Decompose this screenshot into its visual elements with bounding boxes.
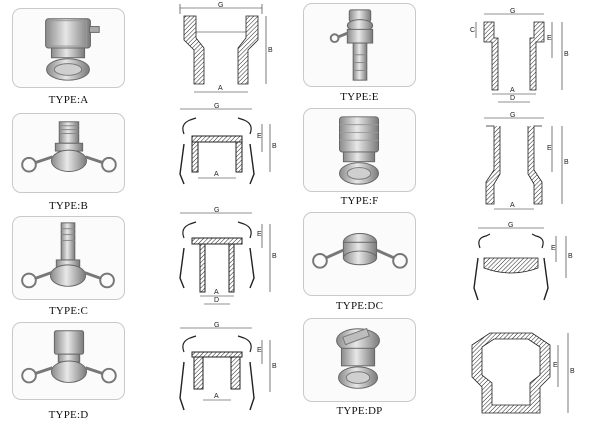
- type-dc-section-diagram: G E B: [473, 222, 573, 301]
- type-c-dim-a: A: [214, 289, 219, 296]
- type-dp-dim-e: E: [553, 362, 558, 369]
- type-e-dim-d: D: [510, 95, 515, 102]
- type-dc-dim-e: E: [551, 245, 556, 252]
- type-e-section-diagram: G C E B A D: [470, 8, 569, 103]
- type-f-dim-e: E: [547, 145, 552, 152]
- type-b-dim-e: E: [257, 133, 262, 140]
- type-d-photo: [12, 322, 125, 400]
- type-f-photo: [303, 108, 416, 192]
- type-a-label: TYPE:A: [48, 94, 89, 106]
- type-a-drawing: G B A: [170, 2, 280, 102]
- type-f-label: TYPE:F: [340, 195, 379, 207]
- type-d-dim-g: G: [214, 322, 219, 329]
- type-d-dim-e: E: [257, 347, 262, 354]
- coupler-type-f-image: [339, 116, 380, 185]
- type-b-dim-b: B: [272, 143, 277, 150]
- coupler-type-c-image: [21, 222, 115, 289]
- type-b-label: TYPE:B: [48, 200, 89, 212]
- type-f-dim-b: B: [564, 159, 569, 166]
- type-f-dim-a: A: [510, 202, 515, 209]
- type-dc-dim-g: G: [508, 222, 513, 229]
- type-b-photo: [12, 113, 125, 193]
- type-d-drawing: G E B A: [170, 322, 280, 422]
- coupler-type-e-image: [329, 9, 374, 81]
- type-b-section-diagram: G E B A: [179, 103, 277, 185]
- type-e-dim-e: E: [547, 35, 552, 42]
- type-a-section-diagram: G B A: [179, 2, 273, 93]
- type-e-dim-g: G: [510, 8, 515, 15]
- type-dp-dim-b: B: [570, 368, 575, 375]
- type-b-dim-a: A: [214, 171, 219, 178]
- type-c-dim-e: E: [257, 231, 262, 238]
- type-d-section-diagram: G E B A: [179, 322, 277, 411]
- type-c-dim-g: G: [214, 207, 219, 214]
- type-c-dim-d: D: [214, 297, 219, 304]
- type-e-drawing: G C E B A D: [468, 8, 578, 108]
- type-e-dim-b: B: [564, 51, 569, 58]
- coupler-type-d-image: [21, 330, 117, 384]
- coupler-type-b-image: [21, 121, 117, 173]
- type-e-dim-a: A: [510, 87, 515, 94]
- coupler-type-dc-image: [312, 233, 408, 269]
- type-d-label: TYPE:D: [48, 409, 89, 421]
- type-dp-label: TYPE:DP: [336, 405, 383, 417]
- type-d-dim-b: B: [272, 363, 277, 370]
- type-e-dim-c: C: [470, 27, 475, 34]
- type-dc-dim-b: B: [568, 253, 573, 260]
- type-dc-drawing: G E B: [462, 222, 578, 318]
- type-c-section-diagram: G E B A D: [179, 207, 277, 305]
- type-b-drawing: G E B A: [170, 103, 280, 199]
- type-c-dim-b: B: [272, 253, 277, 260]
- type-dp-drawing: E B: [462, 325, 578, 421]
- type-c-photo: [12, 216, 125, 300]
- type-c-drawing: G E B A D: [170, 207, 280, 308]
- type-a-dim-b: B: [268, 47, 273, 54]
- type-f-dim-g: G: [510, 112, 515, 119]
- type-a-dim-a: A: [218, 85, 223, 92]
- type-e-label: TYPE:E: [340, 91, 379, 103]
- type-f-section-diagram: G E B A: [484, 112, 569, 210]
- type-a-dim-g: G: [218, 2, 223, 9]
- type-dp-photo: [303, 318, 416, 402]
- type-dc-label: TYPE:DC: [335, 300, 384, 312]
- type-c-label: TYPE:C: [48, 305, 89, 317]
- coupler-type-dp-image: [336, 327, 380, 389]
- type-f-drawing: G E B A: [468, 112, 578, 212]
- type-dp-section-diagram: E B: [471, 332, 575, 414]
- type-a-photo: [12, 8, 125, 88]
- type-d-dim-a: A: [214, 393, 219, 400]
- type-dc-photo: [303, 212, 416, 296]
- coupler-type-a-image: [45, 18, 100, 81]
- type-e-photo: [303, 3, 416, 87]
- type-b-dim-g: G: [214, 103, 219, 110]
